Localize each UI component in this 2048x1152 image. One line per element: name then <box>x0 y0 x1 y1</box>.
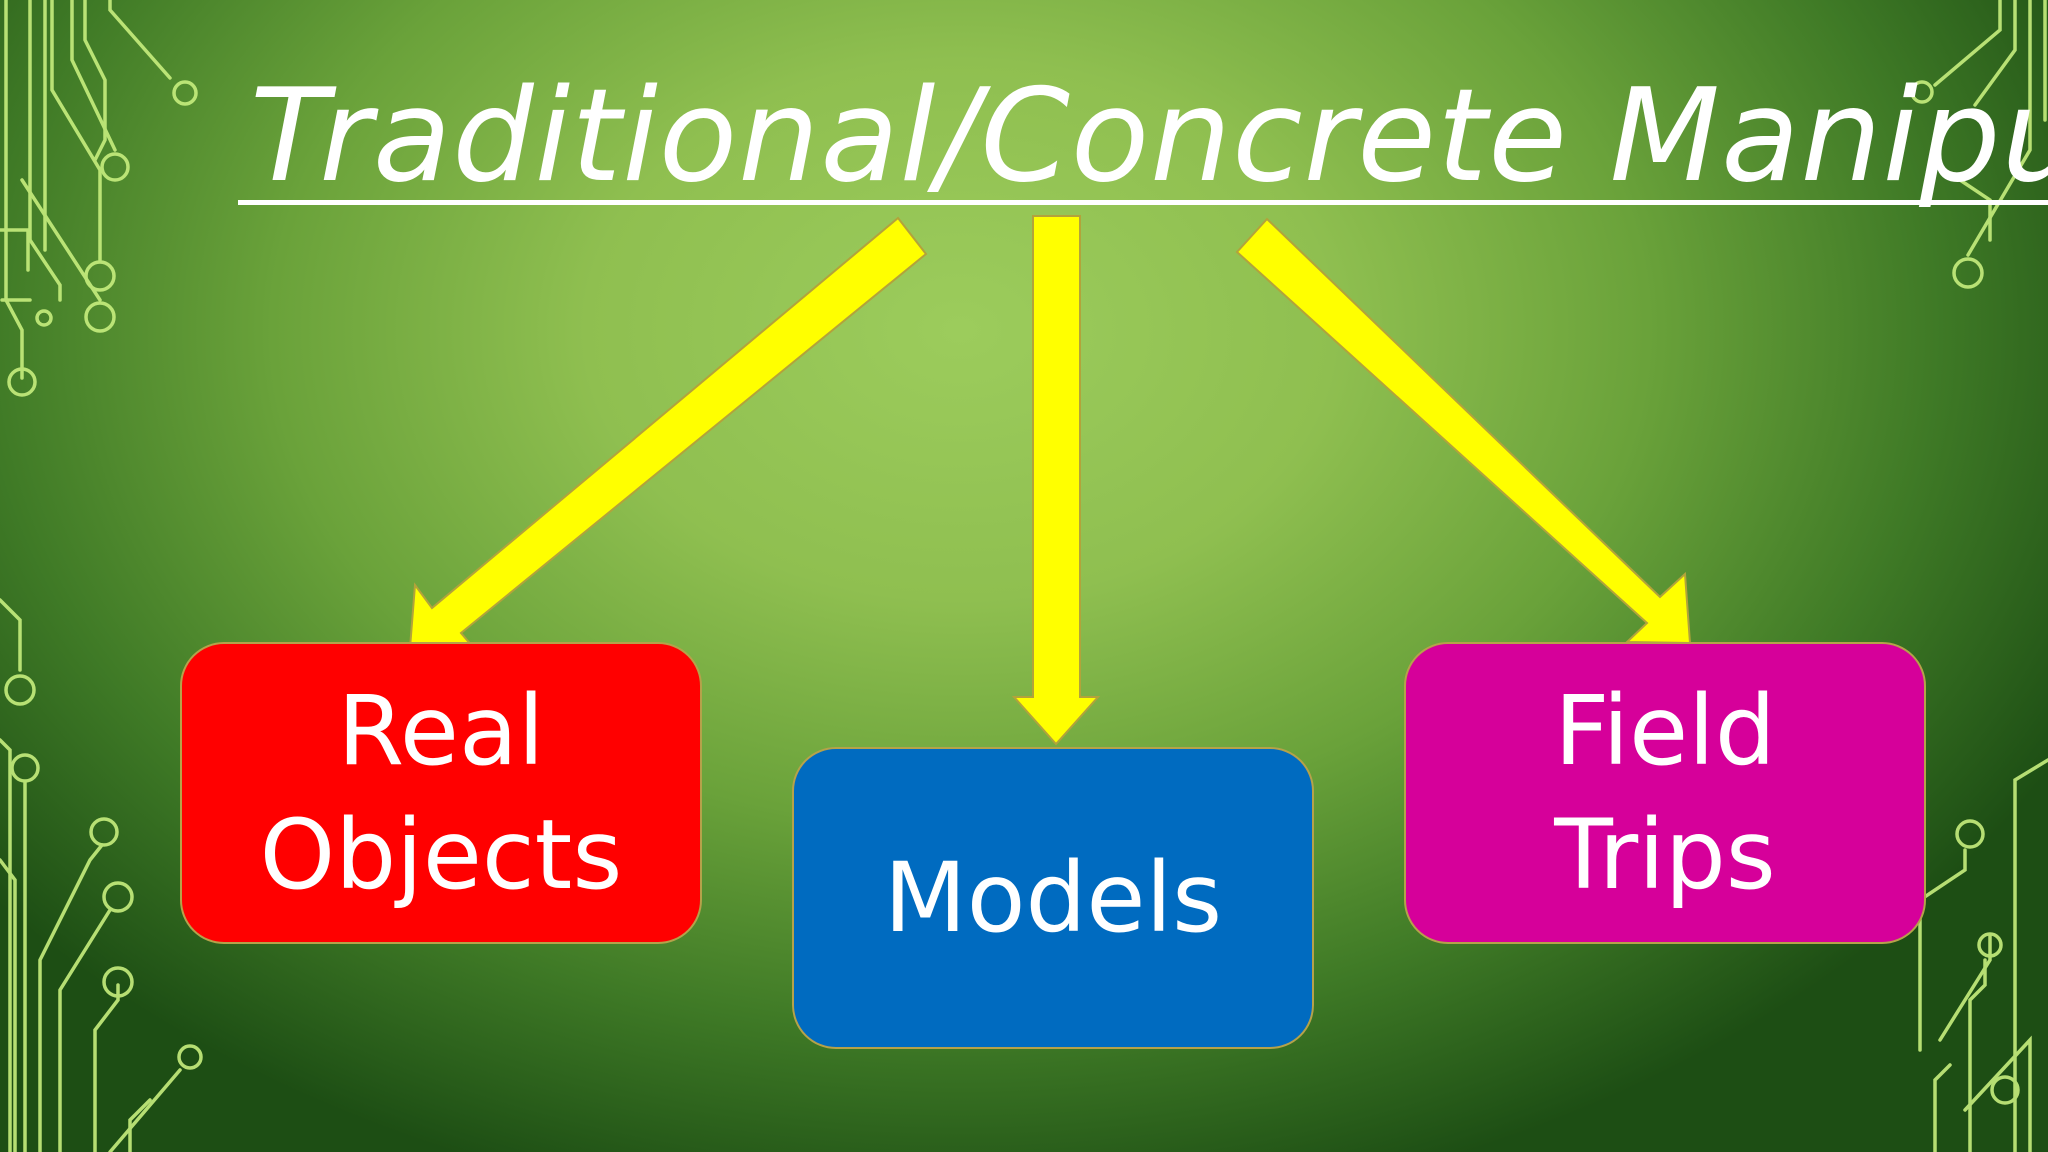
arrow-to-real-objects-icon <box>408 216 928 655</box>
arrow-to-field-trips-icon <box>1235 217 1692 645</box>
title-underline <box>238 200 2048 205</box>
field-trips-label: Field Trips <box>1554 675 1776 911</box>
models-box: Models <box>792 747 1314 1049</box>
arrow-to-models-icon <box>1011 215 1101 746</box>
field-trips-box: Field Trips <box>1404 642 1926 944</box>
models-label: Models <box>883 842 1223 954</box>
real-objects-box: Real Objects <box>180 642 702 944</box>
real-objects-label: Real Objects <box>259 675 623 911</box>
slide-title: Traditional/Concrete Manipulatives <box>250 62 2048 211</box>
